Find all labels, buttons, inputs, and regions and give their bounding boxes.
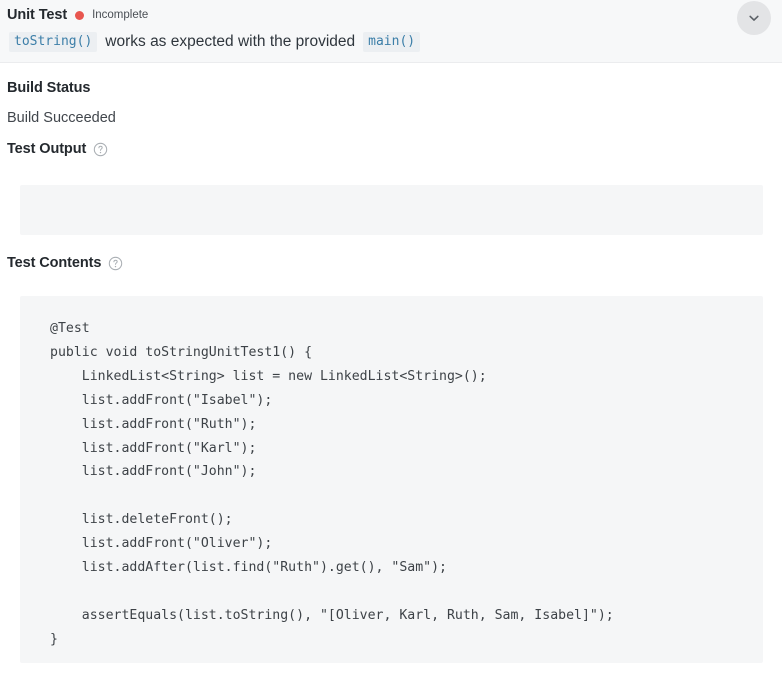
build-status-value: Build Succeeded bbox=[7, 110, 116, 126]
test-output-heading: Test Output bbox=[7, 141, 108, 157]
status-dot-icon bbox=[75, 10, 85, 20]
collapse-button[interactable] bbox=[737, 1, 771, 35]
help-circle-icon[interactable] bbox=[108, 256, 123, 271]
test-description-text: works as expected with the provided bbox=[105, 33, 356, 51]
test-contents-heading: Test Contents bbox=[7, 255, 123, 271]
status-badge: Incomplete bbox=[92, 9, 149, 21]
test-output-heading-label: Test Output bbox=[7, 141, 87, 157]
inline-code-tostring: toString() bbox=[9, 32, 98, 52]
build-status-heading: Build Status bbox=[7, 80, 90, 96]
test-contents-code-block: @Test public void toStringUnitTest1() { … bbox=[20, 296, 763, 663]
test-contents-heading-label: Test Contents bbox=[7, 255, 102, 271]
test-contents-code: @Test public void toStringUnitTest1() { … bbox=[50, 321, 614, 647]
page-title: Unit Test bbox=[7, 7, 68, 23]
test-description: toString() works as expected with the pr… bbox=[9, 31, 421, 53]
build-status-heading-label: Build Status bbox=[7, 80, 91, 96]
chevron-down-icon bbox=[747, 11, 761, 25]
help-circle-icon[interactable] bbox=[93, 142, 108, 157]
panel-header: Unit Test Incomplete toString() works as… bbox=[0, 0, 782, 63]
inline-code-main: main() bbox=[363, 32, 421, 52]
title-row: Unit Test Incomplete bbox=[7, 6, 148, 24]
test-output-box bbox=[20, 185, 763, 235]
